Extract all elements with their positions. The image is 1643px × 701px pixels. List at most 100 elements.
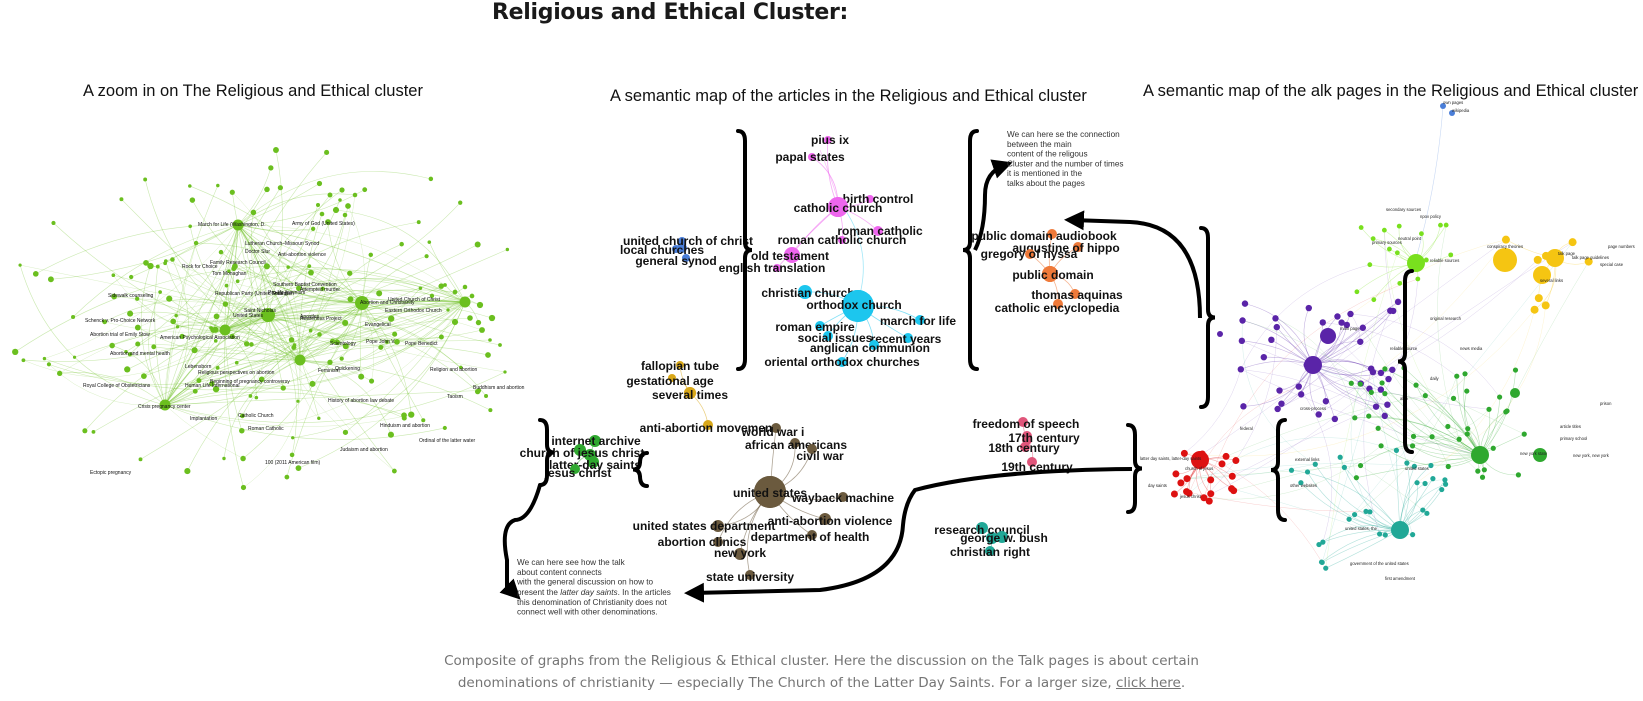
network-node-label: Doctor Slur [245,249,270,255]
talk-node [1510,388,1520,398]
middle-panel-title: A semantic map of the articles in the Re… [610,87,1087,105]
network-node [174,313,178,318]
network-node-label: United Church of Christ [388,297,441,303]
talk-edge [1363,310,1391,535]
left-panel-title: A zoom in on The Religious and Ethical c… [83,82,423,100]
network-node [418,286,423,290]
semantic-node [823,331,833,341]
network-node [158,290,162,294]
network-node [229,189,235,195]
talk-node-label: primary sources [1372,240,1402,245]
network-node [316,180,323,187]
network-edge [53,222,301,361]
talk-node-label: neutral point [1398,236,1422,241]
network-node [327,359,333,365]
network-node [438,334,444,340]
talk-node [1207,490,1215,498]
network-node [141,373,147,380]
semantic-label: united states [733,486,807,500]
network-node [277,185,284,191]
semantic-label: anti-abortion movement [640,421,777,435]
talk-node [1530,305,1539,314]
talk-edge [1318,525,1401,545]
network-node-label: March for Life (Washington, D. [198,222,266,228]
network-node [429,293,435,298]
network-node [458,200,463,205]
annotation-note-line: content of the religous [1007,150,1088,159]
network-edge [192,199,363,304]
network-edge [237,224,363,304]
semantic-label: church of jesus christ [520,446,645,460]
network-node [109,342,115,349]
network-node [224,283,229,288]
semantic-node [1025,249,1035,259]
talk-edge [1240,264,1370,370]
network-edge [299,302,363,361]
semantic-label: civil war [796,449,844,463]
network-node [264,186,270,193]
network-edge [215,301,466,331]
network-node [462,284,468,290]
talk-node-label: secondary sources [1386,207,1421,212]
network-edge [237,224,350,274]
talk-edge [1384,368,1481,456]
network-node [227,269,231,273]
network-node [239,413,245,419]
network-edge [19,265,166,406]
click-here-link[interactable]: click here [1115,675,1181,691]
annotation-note-line: connect well with other denominations. [517,608,658,617]
talk-node [1394,250,1400,256]
network-node [387,431,394,438]
semantic-label: several times [652,388,728,402]
semantic-node [712,520,724,532]
talk-node [1501,235,1510,244]
talk-node-label: government of the united states [1350,561,1409,566]
network-node [310,226,316,231]
annotation-note-line: this denomination of Christianity does n… [517,598,667,607]
talk-node-label: church of jesus [1185,466,1213,471]
semantic-label: united church of christ [623,234,753,248]
network-node-label: Evangelical [365,322,391,328]
network-edge [429,242,466,303]
network-edge [224,310,392,331]
network-edge [309,265,466,303]
network-node [424,254,429,259]
network-node [111,293,117,300]
hub-node [459,296,471,308]
network-node [469,293,475,299]
talk-hub [1471,446,1489,464]
talk-edge [1300,482,1401,531]
network-node [240,455,246,462]
talk-edge [1416,309,1535,483]
network-edge [112,314,269,346]
semantic-node [915,315,925,325]
network-edge [169,298,226,331]
network-node-label: Lebensborn [185,364,212,370]
talk-node-label: external links [1295,457,1319,462]
network-edge [224,319,346,347]
network-node-label: Judaism and abortion [340,447,388,453]
network-node [18,263,22,267]
network-edge [361,302,375,382]
network-edge [237,224,395,472]
network-node [416,220,421,225]
semantic-node [838,236,846,244]
network-edge [299,194,356,361]
talk-node-label: united states [1405,466,1429,471]
semantic-node [1027,457,1037,467]
network-node [189,197,196,203]
annotation-note-line: Cluster and the number of times [1007,159,1124,168]
network-edge [165,260,226,331]
network-node-label: Hinduism and abortion [380,423,430,429]
network-edge [137,298,466,306]
talk-node-label: main page [1340,326,1360,331]
talk-node [1382,391,1388,397]
talk-node-label: original research [1430,316,1462,321]
network-edge [267,314,297,455]
network-node-label: Lutheran Church–Missouri Synod [245,241,319,247]
network-node [240,484,247,491]
talk-node [1323,565,1329,571]
network-node [254,395,259,400]
semantic-node [807,530,817,540]
talk-node [1376,531,1383,537]
